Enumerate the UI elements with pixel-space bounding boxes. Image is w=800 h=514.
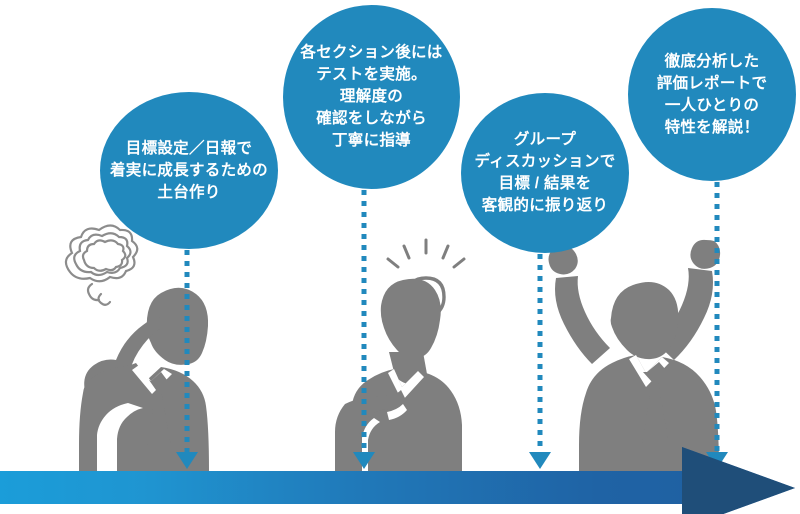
silhouette-arm-bent <box>335 390 407 480</box>
connector-goal-setting <box>176 250 198 469</box>
figure-thinking-woman <box>335 238 466 480</box>
silhouette-fist-right <box>690 239 721 269</box>
bubble-group-discussion-text: グループ ディスカッションで 目標 / 結果を 客観的に振り返り <box>474 131 616 214</box>
silhouette-head <box>610 281 679 360</box>
bubble-section-test-text: 各セクション後には テストを実施。 理解度の 確認をしながら 丁寧に指導 <box>300 44 443 149</box>
timeline-arrow-bar <box>0 447 795 514</box>
figure-confused-businessman <box>64 224 209 504</box>
silhouette-head <box>380 278 441 359</box>
connector-group-discussion <box>529 254 551 469</box>
bubble-section-test[interactable]: 各セクション後には テストを実施。 理解度の 確認をしながら 丁寧に指導 <box>283 5 460 189</box>
silhouette-fist-left <box>548 245 578 275</box>
figure-celebrating-man <box>548 239 721 480</box>
connector-arrowhead <box>176 452 198 469</box>
scribble-cloud-icon <box>64 224 139 306</box>
bubble-goal-setting-text: 目標設定／日報で 着実に成長するための 土台作り <box>109 139 268 201</box>
timeline-arrow-head <box>682 447 795 514</box>
bubble-group-discussion[interactable]: グループ ディスカッションで 目標 / 結果を 客観的に振り返り <box>461 93 629 253</box>
necktie <box>642 362 669 468</box>
connector-arrowhead <box>353 452 375 469</box>
silhouette-head <box>146 287 209 365</box>
shirt-opening <box>132 365 172 394</box>
connector-arrowhead <box>529 452 551 469</box>
silhouette-torso <box>352 369 462 475</box>
bubble-evaluation-report-text: 徹底分析した 評価レポートで 一人ひとりの 特性を解説！ <box>656 52 768 136</box>
bubble-evaluation-report[interactable]: 徹底分析した 評価レポートで 一人ひとりの 特性を解説！ <box>628 8 796 181</box>
bubble-goal-setting[interactable]: 目標設定／日報で 着実に成長するための 土台作り <box>100 92 278 249</box>
necktie <box>147 372 171 469</box>
connector-section-test <box>353 190 375 469</box>
shirt-opening <box>388 369 424 401</box>
silhouette-hand <box>387 404 407 420</box>
arm-body-gap <box>97 403 143 479</box>
silhouette-arm-left <box>555 276 610 364</box>
timeline-arrow <box>0 447 795 514</box>
